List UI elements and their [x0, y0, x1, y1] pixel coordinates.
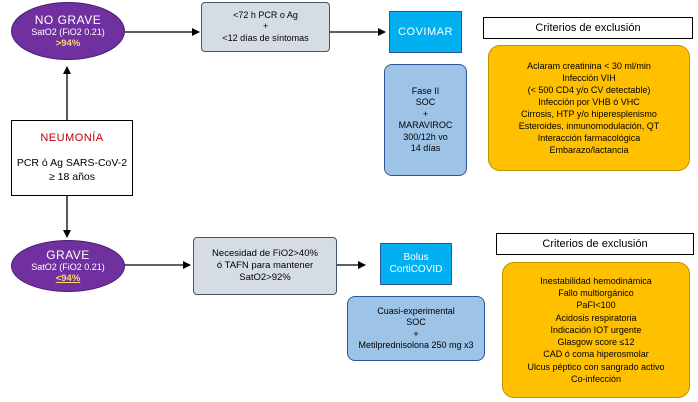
- criterio-item: Infección VIH: [562, 73, 616, 83]
- bolus-box: Bolus CortiCOVID: [380, 243, 452, 285]
- grave-sat: SatO2 (FiO2 0.21): [31, 262, 105, 272]
- top-condition-line: <12 días de síntomas: [222, 32, 309, 43]
- covimar-box: COVIMAR: [389, 11, 462, 53]
- criterio-item: PaFI<100: [576, 300, 616, 311]
- no-grave-sat: SatO2 (FiO2 0.21): [31, 27, 105, 37]
- fase2-line: MARAVIROC: [398, 120, 453, 130]
- criterios-bottom-title: Criterios de exclusión: [542, 238, 648, 250]
- bottom-condition-box: Necesidad de FiO2>40% ó TAFN para manten…: [193, 237, 337, 295]
- criterio-item: Fallo multiorgánico: [558, 287, 634, 298]
- fase2-line: Fase II: [411, 85, 440, 96]
- criterio-item: Infección por VHB ó VHC: [538, 97, 640, 107]
- criterios-top-title: Criterios de exclusión: [535, 22, 641, 34]
- top-condition-line: <72 h PCR o Ag: [233, 9, 298, 20]
- covimar-label: COVIMAR: [398, 26, 453, 38]
- neumonia-line2: ≥ 18 años: [48, 171, 96, 183]
- neumonia-line1: PCR ó Ag SARS-CoV-2: [16, 157, 128, 169]
- bottom-condition-line: SatO2>92%: [239, 272, 291, 283]
- cuasi-box: Cuasi-experimental SOC + Metilprednisolo…: [347, 296, 485, 361]
- fase2-box: Fase II SOC + MARAVIROC 300/12h vo 14 dí…: [384, 64, 467, 176]
- no-grave-title: NO GRAVE: [34, 13, 102, 27]
- fase2-line: +: [422, 108, 429, 119]
- cuasi-line: Metilprednisolona 250 mg x3: [358, 340, 474, 350]
- grave-title: GRAVE: [46, 248, 90, 262]
- cuasi-line: +: [413, 328, 419, 339]
- no-grave-node: NO GRAVE SatO2 (FiO2 0.21) >94%: [11, 2, 125, 60]
- cuasi-line: Cuasi-experimental: [377, 305, 455, 316]
- criterio-item: Co-infección: [570, 374, 622, 385]
- top-condition-line: +: [262, 21, 269, 32]
- neumonia-node: NEUMONÍA PCR ó Ag SARS-CoV-2 ≥ 18 años: [11, 120, 133, 196]
- no-grave-value: >94%: [55, 38, 81, 49]
- criterio-item: Acidosis respiratoria: [555, 312, 637, 323]
- top-condition-box: <72 h PCR o Ag + <12 días de síntomas: [201, 2, 330, 52]
- bottom-condition-line: Necesidad de FiO2>40%: [212, 248, 318, 259]
- criterio-item: Interacción farmacológica: [537, 133, 641, 143]
- criterios-top-list: Aclaram creatinina < 30 ml/min Infección…: [488, 45, 690, 171]
- fase2-line: SOC: [415, 97, 436, 107]
- criterio-item: Glasgow score ≤12: [557, 337, 635, 348]
- bolus-line: Bolus: [403, 251, 429, 263]
- criterio-item: Aclaram creatinina < 30 ml/min: [527, 61, 651, 71]
- criterios-top-title-box: Criterios de exclusión: [483, 17, 693, 39]
- fase2-line: 14 días: [410, 143, 441, 153]
- criterios-bottom-title-box: Criterios de exclusión: [496, 233, 694, 255]
- criterio-item: Indicación IOT urgente: [550, 324, 642, 335]
- grave-value: <94%: [55, 273, 81, 284]
- criterio-item: CAD ó coma hiperosmolar: [543, 349, 649, 360]
- bolus-line: CortiCOVID: [389, 264, 443, 275]
- criterio-item: Embarazo/lactancia: [549, 145, 629, 155]
- criterio-item: Cirrosis, HTP y/o hiperesplenismo: [521, 109, 657, 119]
- bottom-condition-line: ó TAFN para mantener: [216, 260, 314, 271]
- fase2-line: 300/12h vo: [403, 131, 448, 142]
- criterio-item: (< 500 CD4 y/o CV detectable): [527, 85, 651, 95]
- criterio-item: Esteroides, inmunomodulación, QT: [518, 121, 660, 131]
- neumonia-title: NEUMONÍA: [40, 132, 104, 144]
- cuasi-line: SOC: [406, 317, 426, 327]
- criterio-item: Ulcus péptico con sangrado activo: [527, 361, 665, 372]
- grave-node: GRAVE SatO2 (FiO2 0.21) <94%: [11, 240, 125, 292]
- criterios-bottom-list: Inestabilidad hemodinámica Fallo multior…: [502, 262, 690, 398]
- criterio-item: Inestabilidad hemodinámica: [540, 275, 652, 286]
